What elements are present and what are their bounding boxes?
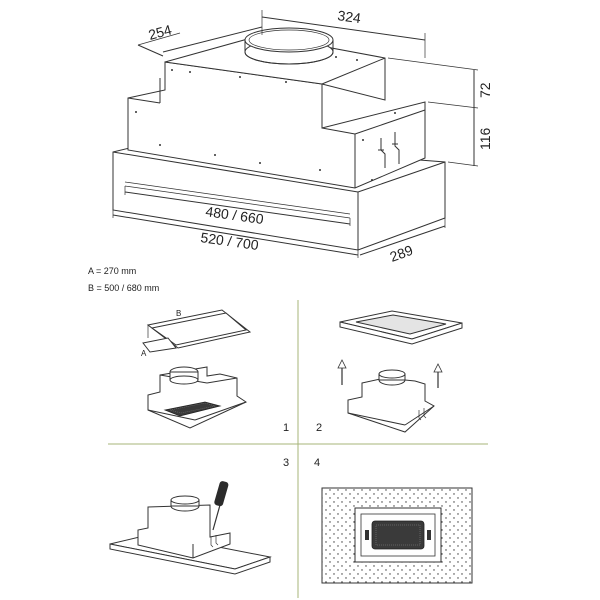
dim-depth-bottom: 289 [388, 242, 416, 265]
template-label-a: A [141, 349, 147, 358]
step-3-illustration [109, 481, 272, 575]
dim-depth-top: 254 [147, 21, 174, 43]
step-1-illustration [142, 309, 252, 429]
dim-top-width: 324 [337, 7, 363, 26]
dim-height-lower: 116 [477, 127, 493, 150]
step-4-illustration [321, 487, 473, 584]
step-2-illustration [337, 310, 463, 433]
hood-main-view [112, 27, 446, 251]
step-4-number: 4 [314, 457, 320, 469]
dim-height-upper: 72 [477, 82, 493, 98]
step-3-number: 3 [283, 457, 289, 469]
dimension-lines [112, 10, 479, 258]
template-label-b: B [176, 309, 181, 318]
step-2-number: 2 [316, 422, 322, 434]
note-a: A = 270 mm [88, 266, 136, 276]
step-1-number: 1 [283, 422, 289, 434]
note-b: B = 500 / 680 mm [88, 283, 159, 293]
